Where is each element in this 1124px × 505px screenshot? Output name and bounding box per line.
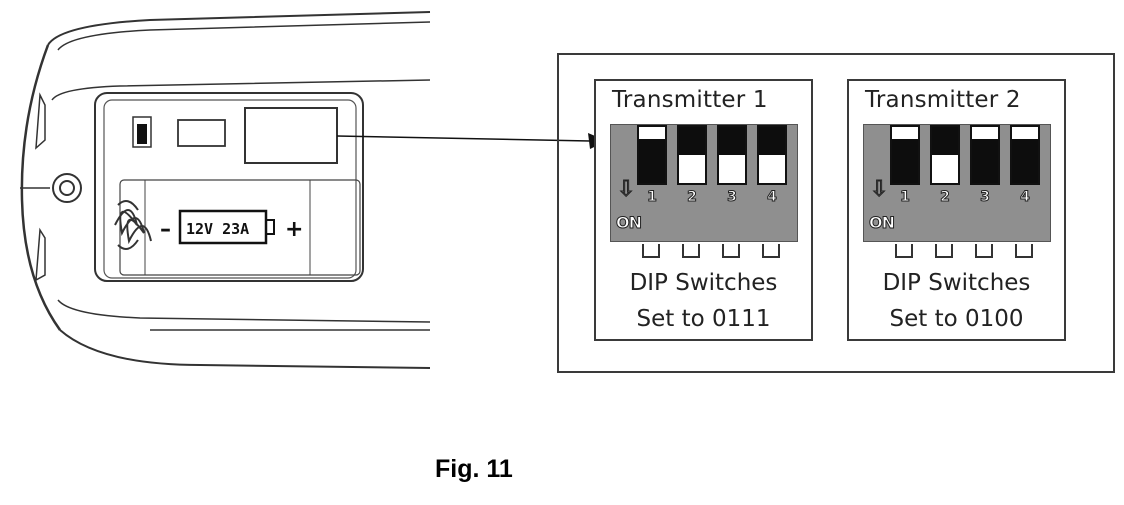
dip-switch-block-1: ⇩ ON 1 2 3 4 (610, 124, 798, 242)
dip-pin (895, 244, 913, 258)
dip-switch-block-2: ⇩ ON 1 2 3 4 (863, 124, 1051, 242)
dip-settings-frame (557, 53, 1115, 373)
on-label: ON (869, 213, 896, 233)
dip-switch-2[interactable] (930, 125, 960, 185)
dip-pin (975, 244, 993, 258)
dip-switch-1[interactable] (890, 125, 920, 185)
remote-control-illustration: – 12V 23A + (20, 11, 600, 369)
switch-number: 3 (727, 189, 738, 206)
dip-switch-1[interactable] (637, 125, 667, 185)
transmitter-1-title: Transmitter 1 (612, 87, 768, 113)
dip-switch-4[interactable] (1010, 125, 1040, 185)
dip-pin (1015, 244, 1033, 258)
dip-pin (722, 244, 740, 258)
dip-switch-4[interactable] (757, 125, 787, 185)
on-arrow-icon: ⇩ (616, 177, 636, 203)
transmitter-2-card: Transmitter 2 ⇩ ON 1 2 3 4 DIP Switches … (847, 79, 1066, 341)
on-arrow-icon: ⇩ (869, 177, 889, 203)
caption-line-1: DIP Switches (629, 270, 778, 296)
figure-caption: Fig. 11 (435, 455, 513, 483)
switch-number: 2 (687, 189, 698, 206)
caption-line-1: DIP Switches (882, 270, 1031, 296)
dip-pin (642, 244, 660, 258)
switch-number: 1 (900, 189, 911, 206)
switch-number: 4 (1020, 189, 1031, 206)
battery-plus: + (285, 217, 303, 242)
dip-switch-3[interactable] (970, 125, 1000, 185)
battery-minus: – (160, 217, 171, 242)
switch-number: 4 (767, 189, 778, 206)
dip-pin (682, 244, 700, 258)
dip-pin (762, 244, 780, 258)
transmitter-2-title: Transmitter 2 (865, 87, 1021, 113)
screw-icon (52, 173, 82, 203)
dip-pin (935, 244, 953, 258)
switch-number: 1 (647, 189, 658, 206)
caption-line-2: Set to 0111 (636, 306, 771, 332)
switch-number: 3 (980, 189, 991, 206)
battery-label: 12V 23A (186, 220, 249, 238)
caption-line-2: Set to 0100 (889, 306, 1024, 332)
transmitter-1-card: Transmitter 1 ⇩ ON 1 2 3 4 DIP Switches … (594, 79, 813, 341)
switch-number: 2 (940, 189, 951, 206)
on-label: ON (616, 213, 643, 233)
dip-switch-3[interactable] (717, 125, 747, 185)
dip-switch-2[interactable] (677, 125, 707, 185)
